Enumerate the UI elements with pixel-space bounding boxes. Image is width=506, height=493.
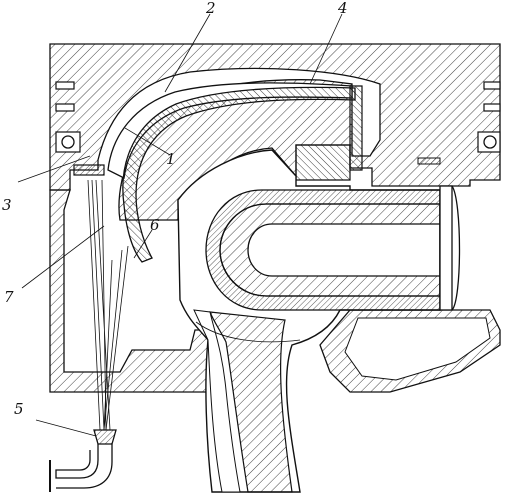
oil-jet: [87, 179, 111, 431]
skirt-inner-cavity: [344, 317, 491, 381]
leader-6: [133, 229, 153, 259]
ring-groove-1-right: [483, 81, 501, 90]
callout-7: 7: [4, 288, 14, 306]
callout-4: 4: [337, 0, 348, 17]
oil-feed-pipe: [55, 444, 113, 489]
oil-tube-insert: [122, 86, 356, 263]
ring-groove-2-left: [55, 103, 75, 112]
callout-1: 1: [166, 150, 176, 168]
leader-1: [124, 127, 171, 156]
pin-end-cap: [451, 185, 461, 311]
oil-ring-right: [483, 135, 497, 149]
callout-2: 2: [205, 0, 216, 17]
insert-bracket: [349, 85, 363, 171]
ring-groove-2-right: [483, 103, 501, 112]
callout-6: 6: [150, 216, 160, 234]
leader-4: [309, 13, 343, 85]
leader-5: [35, 419, 97, 437]
oil-jet-spray: [103, 245, 129, 431]
callout-3: 3: [2, 196, 12, 214]
rod-web-left: [193, 309, 241, 493]
ring-groove-3-left: [55, 131, 81, 153]
ring-groove-1-left: [55, 81, 75, 90]
oil-ring-left: [61, 135, 75, 149]
leader-3: [17, 155, 91, 183]
leader-7: [21, 225, 105, 289]
rod-contour: [195, 321, 301, 343]
callout-5: 5: [14, 400, 24, 418]
ring-groove-3-right: [477, 131, 501, 153]
pin-boss: [295, 144, 351, 181]
oil-nozzle-seat: [73, 164, 105, 176]
piston-pin: [219, 203, 441, 297]
connecting-rod-web: [209, 311, 293, 493]
pin-end-clip: [439, 185, 453, 311]
leader-2: [164, 13, 211, 93]
oil-nozzle: [93, 429, 117, 445]
small-insert-right: [417, 157, 441, 165]
